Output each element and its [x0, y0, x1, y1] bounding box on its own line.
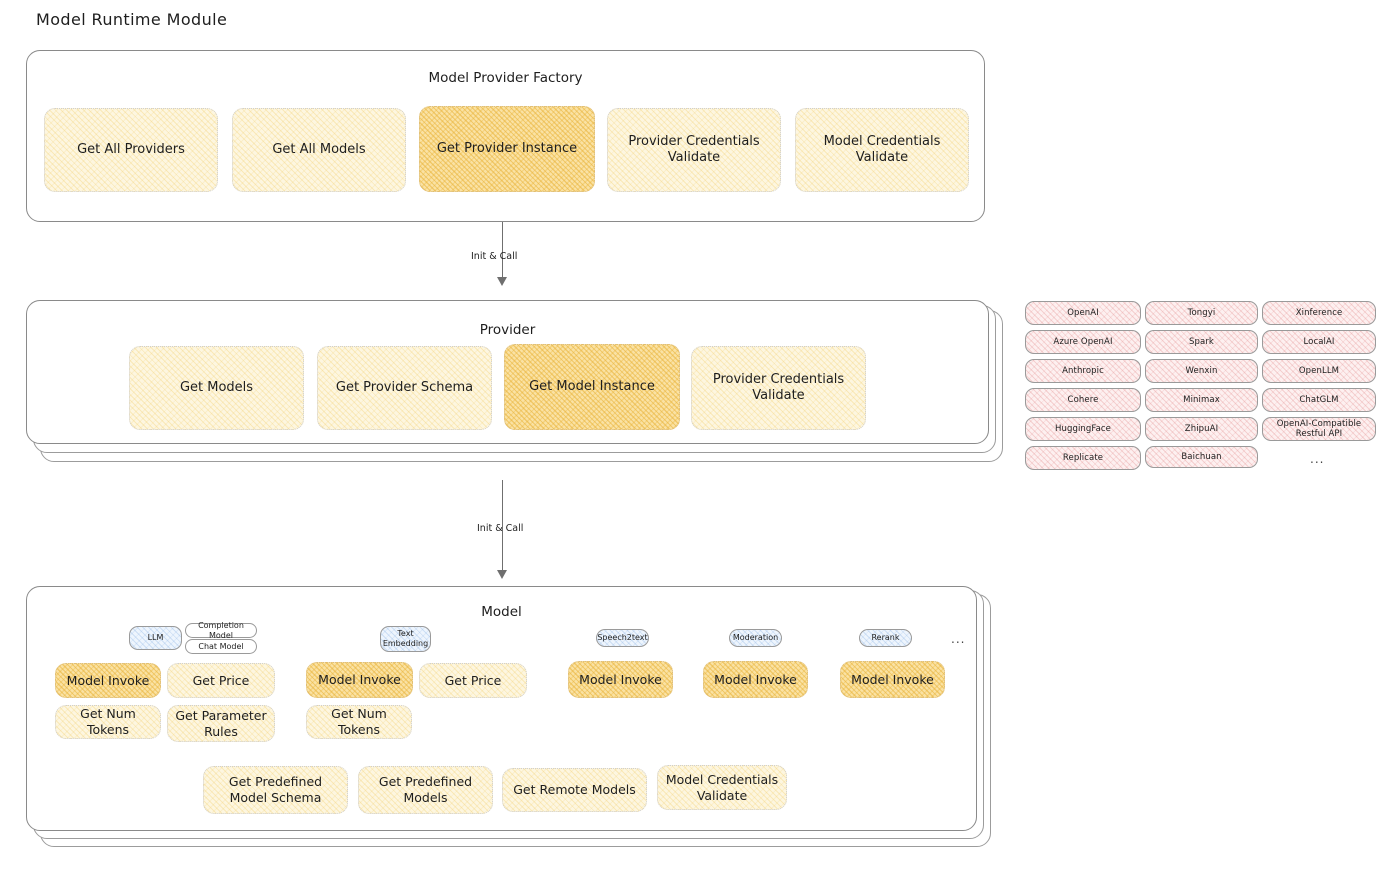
- arrow-factory-to-provider-line: [502, 222, 503, 280]
- arrow-factory-to-provider-head: [497, 277, 507, 286]
- op-moderation-model-invoke[interactable]: Model Invoke: [703, 661, 808, 698]
- op-model-credentials-validate-2[interactable]: Model Credentials Validate: [657, 765, 787, 810]
- op-get-model-instance[interactable]: Get Model Instance: [504, 344, 680, 430]
- op-provider-credentials-validate[interactable]: Provider Credentials Validate: [607, 108, 781, 192]
- op-get-all-providers[interactable]: Get All Providers: [44, 108, 218, 192]
- provider-chip-minimax[interactable]: Minimax: [1145, 388, 1258, 412]
- model-type-badge-llm[interactable]: LLM: [129, 626, 182, 650]
- provider-chip-wenxin[interactable]: Wenxin: [1145, 359, 1258, 383]
- provider-list-more-ellipsis: ...: [1310, 452, 1325, 466]
- provider-chip-openllm[interactable]: OpenLLM: [1262, 359, 1376, 383]
- provider-chip-azure-openai[interactable]: Azure OpenAI: [1025, 330, 1141, 354]
- model-subtype-badge-chat-model[interactable]: Chat Model: [185, 639, 257, 654]
- op-provider-credentials-validate-2[interactable]: Provider Credentials Validate: [691, 346, 866, 430]
- op-rerank-model-invoke[interactable]: Model Invoke: [840, 661, 945, 698]
- op-get-provider-schema[interactable]: Get Provider Schema: [317, 346, 492, 430]
- op-get-predefined-model-schema[interactable]: Get Predefined Model Schema: [203, 766, 348, 814]
- model-types-more-ellipsis: ...: [951, 632, 966, 646]
- op-get-all-models[interactable]: Get All Models: [232, 108, 406, 192]
- provider-chip-tongyi[interactable]: Tongyi: [1145, 301, 1258, 325]
- op-llm-get-num-tokens[interactable]: Get Num Tokens: [55, 705, 161, 739]
- provider-chip-xinference[interactable]: Xinference: [1262, 301, 1376, 325]
- model-type-badge-speech2text[interactable]: Speech2text: [596, 629, 649, 647]
- model-type-badge-moderation[interactable]: Moderation: [729, 629, 782, 647]
- op-llm-get-price[interactable]: Get Price: [167, 663, 275, 698]
- op-model-credentials-validate[interactable]: Model Credentials Validate: [795, 108, 969, 192]
- op-llm-model-invoke[interactable]: Model Invoke: [55, 663, 161, 698]
- op-get-remote-models[interactable]: Get Remote Models: [502, 768, 647, 812]
- factory-title: Model Provider Factory: [428, 70, 583, 86]
- provider-title: Provider: [479, 322, 536, 338]
- provider-chip-replicate[interactable]: Replicate: [1025, 446, 1141, 470]
- op-llm-get-parameter-rules[interactable]: Get Parameter Rules: [167, 705, 275, 742]
- model-subtype-badge-completion-model[interactable]: Completion Model: [185, 621, 257, 640]
- provider-chip-cohere[interactable]: Cohere: [1025, 388, 1141, 412]
- model-type-badge-rerank[interactable]: Rerank: [859, 629, 912, 647]
- page-title: Model Runtime Module: [36, 10, 228, 29]
- provider-chip-openai[interactable]: OpenAI: [1025, 301, 1141, 325]
- provider-chip-spark[interactable]: Spark: [1145, 330, 1258, 354]
- provider-chip-huggingface[interactable]: HuggingFace: [1025, 417, 1141, 441]
- model-type-badge-text-embedding[interactable]: Text Embedding: [380, 626, 431, 652]
- op-speech2text-model-invoke[interactable]: Model Invoke: [568, 661, 673, 698]
- op-get-models[interactable]: Get Models: [129, 346, 304, 430]
- provider-chip-chatglm[interactable]: ChatGLM: [1262, 388, 1376, 412]
- op-text-embedding-get-num-tokens[interactable]: Get Num Tokens: [306, 705, 412, 739]
- provider-chip-zhipuai[interactable]: ZhipuAI: [1145, 417, 1258, 441]
- op-text-embedding-get-price[interactable]: Get Price: [419, 663, 527, 698]
- provider-chip-baichuan[interactable]: Baichuan: [1145, 446, 1258, 468]
- arrow-label-init-and-call-2: Init & Call: [477, 523, 524, 534]
- arrow-provider-to-model-line: [502, 480, 503, 575]
- op-text-embedding-model-invoke[interactable]: Model Invoke: [306, 662, 413, 698]
- model-panel: Model: [26, 586, 977, 831]
- provider-chip-anthropic[interactable]: Anthropic: [1025, 359, 1141, 383]
- provider-chip-localai[interactable]: LocalAI: [1262, 330, 1376, 354]
- op-get-predefined-models[interactable]: Get Predefined Models: [358, 766, 493, 814]
- model-title: Model: [481, 604, 522, 620]
- arrow-label-init-and-call-1: Init & Call: [471, 251, 518, 262]
- op-get-provider-instance[interactable]: Get Provider Instance: [419, 106, 595, 192]
- provider-chip-openai-compatible-restful-api[interactable]: OpenAI-Compatible Restful API: [1262, 417, 1376, 441]
- arrow-provider-to-model-head: [497, 570, 507, 579]
